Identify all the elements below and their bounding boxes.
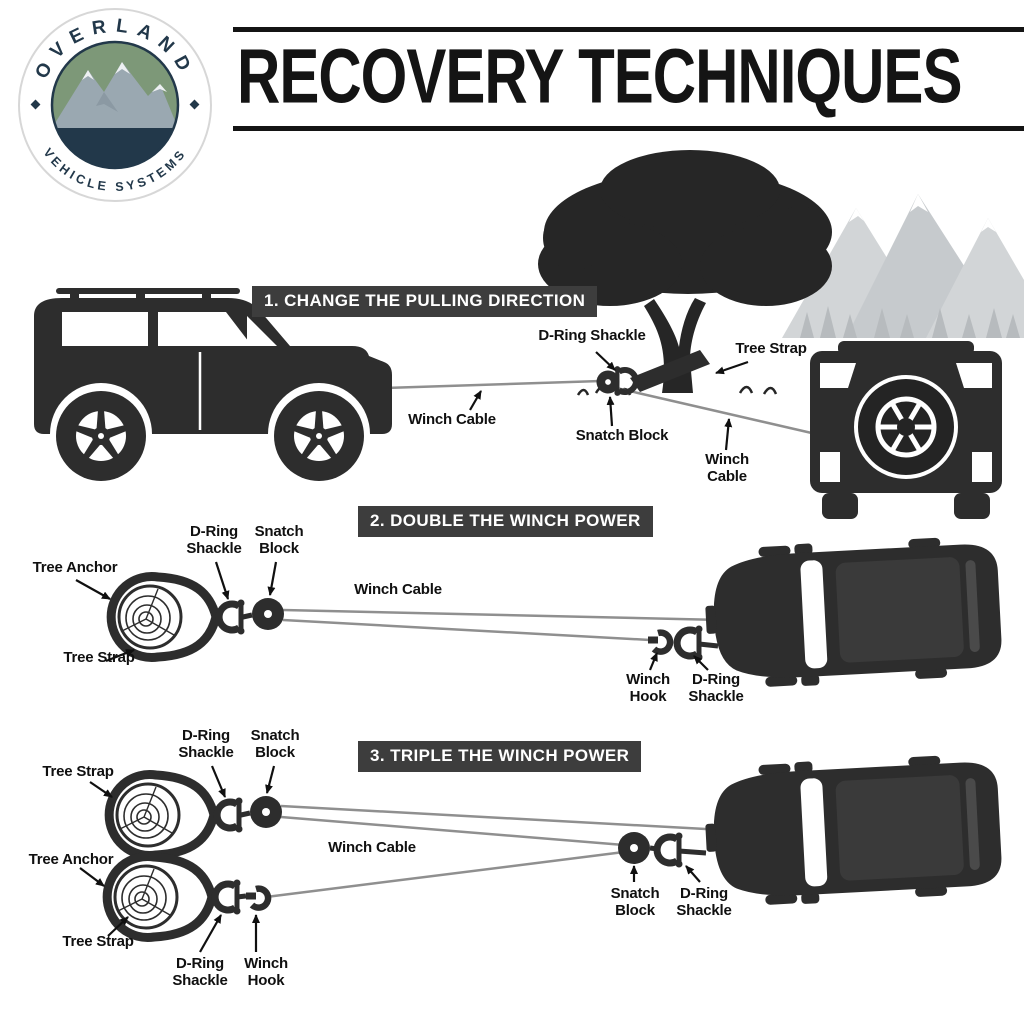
d-ring-shackle-glyph bbox=[657, 833, 682, 868]
label-snatch-block: Snatch Block bbox=[250, 727, 300, 761]
tree-illustration bbox=[538, 150, 832, 396]
label-winch-cable: Winch Cable bbox=[408, 411, 496, 428]
ovs-logo: OVERLAND VEHICLE SYSTEMS bbox=[18, 8, 212, 202]
jeep-rear-wheel bbox=[56, 391, 146, 481]
label-winch-cable: Winch Cable bbox=[354, 581, 442, 598]
label-d-ring-shackle: D-Ring Shackle bbox=[172, 955, 228, 989]
label-d-ring-shackle: D-Ring Shackle bbox=[538, 327, 646, 344]
vehicle-top-view-3 bbox=[702, 751, 1004, 909]
jeep-side-illustration bbox=[34, 288, 392, 481]
winch-cable-line bbox=[280, 804, 725, 832]
mountains-illustration bbox=[782, 194, 1024, 338]
title-rule-top bbox=[233, 27, 1024, 32]
winch-hook-glyph bbox=[648, 633, 670, 652]
d-ring-shackle-glyph bbox=[677, 626, 702, 661]
label-snatch-block: Snatch Block bbox=[254, 523, 304, 557]
label-snatch-block: Snatch Block bbox=[610, 885, 660, 919]
label-tree-strap: Tree Strap bbox=[735, 340, 807, 357]
tree-anchor-glyph bbox=[109, 775, 214, 856]
label-d-ring-shackle: D-Ring Shackle bbox=[688, 671, 744, 705]
jeep-front-wheel bbox=[274, 391, 364, 481]
d-ring-shackle-glyph bbox=[219, 600, 244, 635]
label-winch-cable: Winch Cable bbox=[705, 451, 749, 485]
label-winch-hook: Winch Hook bbox=[626, 671, 670, 705]
label-tree-anchor: Tree Anchor bbox=[32, 559, 118, 576]
vehicle-top-view-2 bbox=[702, 533, 1004, 691]
label-d-ring-shackle: D-Ring Shackle bbox=[186, 523, 242, 557]
section2-rigging bbox=[111, 533, 1004, 691]
winch-cable-line bbox=[611, 385, 817, 436]
page-title: RECOVERY TECHNIQUES bbox=[237, 33, 962, 120]
label-winch-hook: Winch Hook bbox=[244, 955, 288, 989]
section-2-heading: 2. DOUBLE THE WINCH POWER bbox=[358, 506, 653, 537]
callout-arrows bbox=[75, 351, 749, 953]
title-rule-bottom bbox=[233, 126, 1024, 131]
rear-vehicle-illustration bbox=[810, 341, 1002, 519]
snatch-block-glyph bbox=[596, 370, 620, 394]
section-1-heading: 1. CHANGE THE PULLING DIRECTION bbox=[252, 286, 598, 317]
label-tree-anchor: Tree Anchor bbox=[28, 851, 114, 868]
snatch-block-glyph bbox=[250, 796, 282, 828]
section-3-heading: 3. TRIPLE THE WINCH POWER bbox=[358, 741, 642, 772]
pine-trees bbox=[800, 306, 1020, 338]
section1-rigging bbox=[384, 350, 817, 436]
section3-rigging bbox=[107, 751, 1004, 938]
winch-cable-line bbox=[265, 850, 625, 899]
tree-anchor-glyph bbox=[107, 857, 212, 938]
label-snatch-block: Snatch Block bbox=[575, 427, 669, 444]
winch-cable-line bbox=[282, 618, 651, 642]
winch-hook-glyph bbox=[246, 889, 268, 908]
winch-cable-line bbox=[384, 379, 602, 390]
winch-cable-line bbox=[280, 815, 625, 847]
tree-anchor-glyph bbox=[111, 577, 216, 658]
winch-cable-line bbox=[282, 608, 723, 622]
d-ring-shackle-glyph bbox=[215, 880, 240, 915]
tree-strap-band bbox=[630, 350, 710, 392]
label-tree-strap: Tree Strap bbox=[42, 763, 114, 780]
d-ring-shackle-glyph bbox=[217, 798, 242, 833]
label-d-ring-shackle: D-Ring Shackle bbox=[178, 727, 234, 761]
snatch-block-glyph bbox=[252, 598, 284, 630]
label-tree-strap: Tree Strap bbox=[62, 933, 134, 950]
label-tree-strap: Tree Strap bbox=[63, 649, 135, 666]
label-d-ring-shackle: D-Ring Shackle bbox=[676, 885, 732, 919]
snatch-block-glyph bbox=[618, 832, 650, 864]
label-winch-cable: Winch Cable bbox=[328, 839, 416, 856]
logo-diamond-right bbox=[189, 99, 200, 110]
